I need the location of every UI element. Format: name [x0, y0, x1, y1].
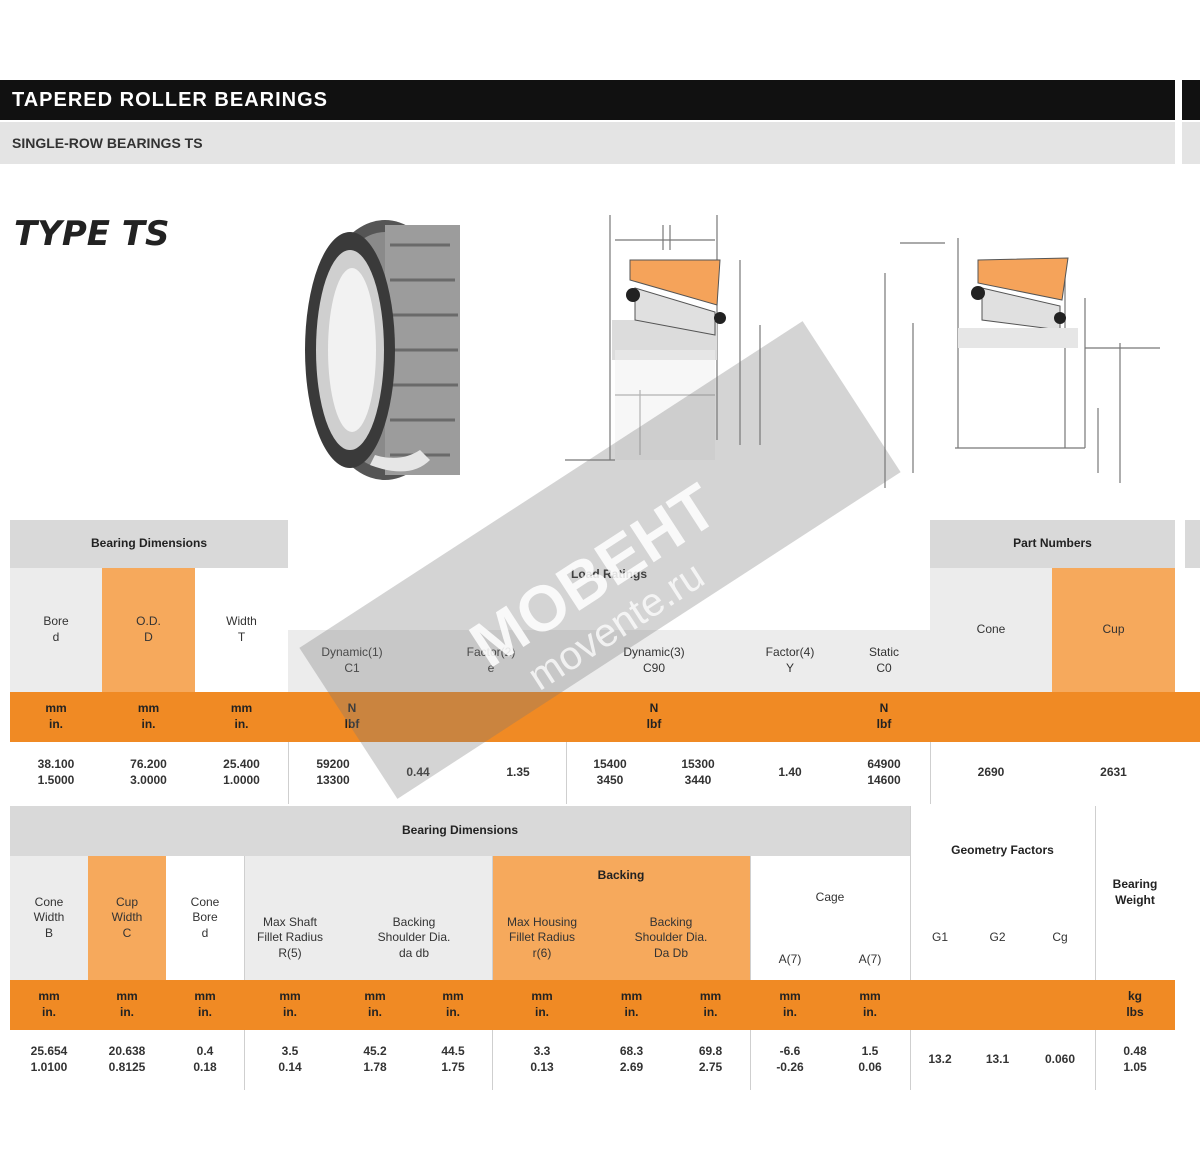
cone-header: Cone	[930, 568, 1052, 692]
group-geometry-factors: Geometry Factors	[910, 806, 1095, 896]
width-value: 25.400 1.0000	[223, 757, 260, 787]
g1-header: G1	[910, 896, 970, 980]
Da-value: 68.3 2.69	[619, 1044, 644, 1074]
cage-header: Cage	[750, 856, 910, 940]
bearing-weight-header: Bearing Weight	[1095, 806, 1175, 980]
group-bearing-dimensions: Bearing Dimensions	[10, 520, 288, 568]
bore-header: Bore d	[10, 568, 102, 692]
dynamic-c1-header: Dynamic(1) C1	[288, 630, 416, 692]
section-title: TAPERED ROLLER BEARINGS	[0, 80, 1175, 120]
cg-value: 0.060	[1044, 1052, 1076, 1067]
group-backing: Backing	[492, 856, 750, 896]
od-header: O.D. D	[102, 568, 195, 692]
cup-width-unit: mm in.	[116, 989, 138, 1019]
e-value: 1.35	[506, 765, 530, 780]
c90-secondary-value: 15300 3440	[681, 757, 715, 787]
c1-value: 59200 13300	[316, 757, 350, 787]
table1-edge	[1185, 520, 1200, 568]
width-unit: mm in.	[230, 701, 253, 731]
housing-fillet-unit: mm in.	[531, 989, 553, 1019]
a1-value: -6.6 -0.26	[776, 1044, 804, 1074]
cone-part-number: 2690	[977, 765, 1005, 780]
db-value: 44.5 1.75	[441, 1044, 465, 1074]
g2-header: G2	[970, 896, 1025, 980]
g1-value: 13.2	[928, 1052, 952, 1067]
shaft-fillet-value: 3.5 0.14	[278, 1044, 302, 1074]
cone-width-header: Cone Width B	[10, 856, 88, 980]
units-strip-2	[10, 980, 1175, 1030]
weight-value: 0.48 1.05	[1123, 1044, 1147, 1074]
cone-width-value: 25.654 1.0100	[30, 1044, 68, 1074]
factor-y-header: Factor(4) Y	[742, 630, 838, 692]
bearing-photo	[305, 220, 460, 480]
cup-part-number: 2631	[1100, 765, 1127, 780]
subtitle-bar-tail	[1182, 122, 1200, 164]
group-bearing-dimensions-2: Bearing Dimensions	[10, 806, 910, 856]
bore-unit: mm in.	[45, 701, 67, 731]
section-subtitle: SINGLE-ROW BEARINGS TS	[0, 122, 1175, 164]
type-label: TYPE TS	[14, 214, 170, 254]
shaft-fillet-unit: mm in.	[279, 989, 301, 1019]
c90-unit: N lbf	[646, 701, 662, 731]
cone-width-unit: mm in.	[38, 989, 60, 1019]
cone-bore-header: Cone Bore d	[166, 856, 244, 980]
a2-unit: mm in.	[859, 989, 881, 1019]
cone-bore-unit: mm in.	[194, 989, 216, 1019]
a1-header: A(7)	[750, 940, 830, 980]
Db-value: 69.8 2.75	[698, 1044, 723, 1074]
c0-value: 64900 14600	[867, 757, 901, 787]
c90-value: 15400 3450	[593, 757, 627, 787]
dynamic-c90-header: Dynamic(3) C90	[566, 630, 742, 692]
cone-bore-value: 0.4 0.18	[193, 1044, 217, 1074]
group-load-ratings: Load Ratings	[288, 520, 930, 630]
static-c0-header: Static C0	[838, 630, 930, 692]
title-bar-tail	[1182, 80, 1200, 120]
max-housing-fillet-header: Max Housing Fillet Radius r(6)	[492, 896, 592, 980]
shaft-group-blank	[244, 856, 492, 896]
g2-value: 13.1	[985, 1052, 1010, 1067]
y-value: 1.40	[778, 765, 802, 780]
cross-section-diagram	[565, 215, 761, 461]
units-strip	[10, 692, 1200, 742]
Db-unit: mm in.	[699, 989, 722, 1019]
c1-unit: N lbf	[344, 701, 360, 731]
da-value: 45.2 1.78	[363, 1044, 387, 1074]
housing-fillet-value: 3.3 0.13	[530, 1044, 554, 1074]
group-part-numbers: Part Numbers	[930, 520, 1175, 568]
a1-unit: mm in.	[779, 989, 801, 1019]
max-shaft-fillet-header: Max Shaft Fillet Radius R(5)	[244, 896, 336, 980]
backing-housing-header: Backing Shoulder Dia. Da Db	[592, 896, 750, 980]
weight-unit: kg lbs	[1126, 989, 1144, 1019]
a2-header: A(7)	[830, 940, 910, 980]
od-value: 76.200 3.0000	[130, 757, 167, 787]
cup-width-value: 20.638 0.8125	[108, 1044, 146, 1074]
width-header: Width T	[195, 568, 288, 692]
cup-width-header: Cup Width C	[88, 856, 166, 980]
factor-e-header: Factor(2) e	[416, 630, 566, 692]
c0-unit: N lbf	[876, 701, 892, 731]
mounting-diagram	[884, 238, 1160, 488]
cup-header: Cup	[1052, 568, 1175, 692]
db-unit: mm in.	[442, 989, 464, 1019]
da-unit: mm in.	[364, 989, 386, 1019]
od-unit: mm in.	[137, 701, 160, 731]
backing-shoulder-header: Backing Shoulder Dia. da db	[336, 896, 492, 980]
Da-unit: mm in.	[620, 989, 643, 1019]
cg-header: Cg	[1025, 896, 1095, 980]
bore-value: 38.100 1.5000	[37, 757, 75, 787]
a2-value: 1.5 0.06	[858, 1044, 882, 1074]
c1-secondary-value: 0.44	[406, 765, 430, 780]
